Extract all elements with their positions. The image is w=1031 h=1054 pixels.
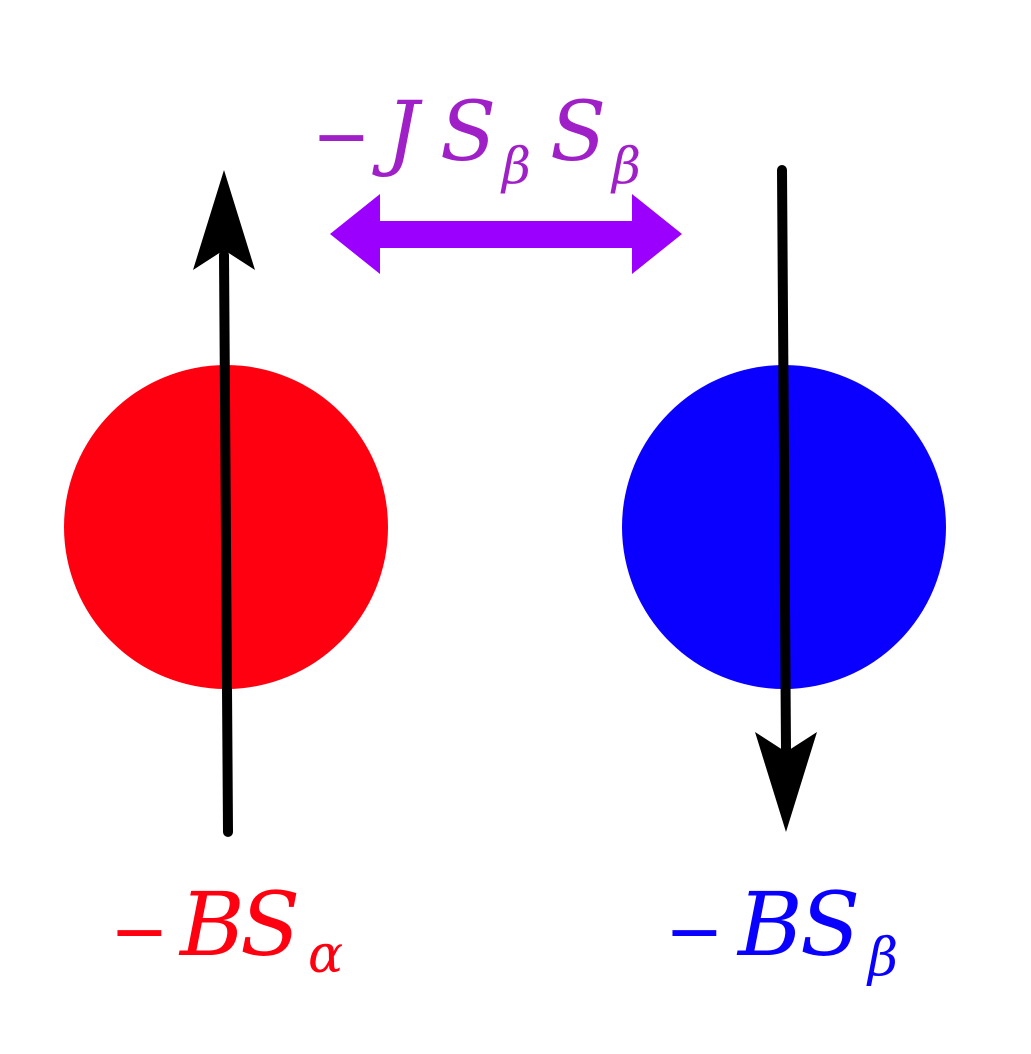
- coupling-label-j: J: [372, 85, 423, 180]
- left-label-minus: −: [110, 890, 169, 972]
- left-spin-arrow-shaft: [219, 250, 233, 837]
- coupling-arrow-head-left: [330, 194, 380, 274]
- coupling-label-sub2: β: [610, 137, 641, 195]
- right-label-minus: −: [665, 890, 724, 972]
- left-spin-label: − B S α: [110, 873, 343, 985]
- coupling-label-sub1: β: [500, 137, 531, 195]
- right-label-b: B: [736, 873, 803, 976]
- coupling-label-s1: S: [440, 85, 496, 180]
- right-spin-arrow-head-down: [755, 732, 817, 832]
- left-spin-arrow-head-up: [193, 170, 255, 270]
- coupling-arrow-head-right: [632, 194, 682, 274]
- coupling-arrow-shaft: [370, 221, 642, 248]
- left-label-s: S: [240, 873, 300, 976]
- coupling-label: − J S β S β: [312, 85, 641, 195]
- left-spin: [64, 170, 388, 837]
- left-label-b: B: [178, 873, 245, 976]
- coupling-label-s2: S: [550, 85, 606, 180]
- right-spin-label: − B S β: [665, 873, 898, 988]
- coupling-label-minus: −: [312, 95, 371, 177]
- right-spin-arrow-shaft: [777, 165, 791, 755]
- left-label-sub: α: [308, 925, 343, 985]
- right-label-s: S: [800, 873, 860, 976]
- right-label-sub: β: [866, 928, 898, 988]
- right-spin: [622, 165, 946, 832]
- coupling-double-arrow: [330, 194, 682, 274]
